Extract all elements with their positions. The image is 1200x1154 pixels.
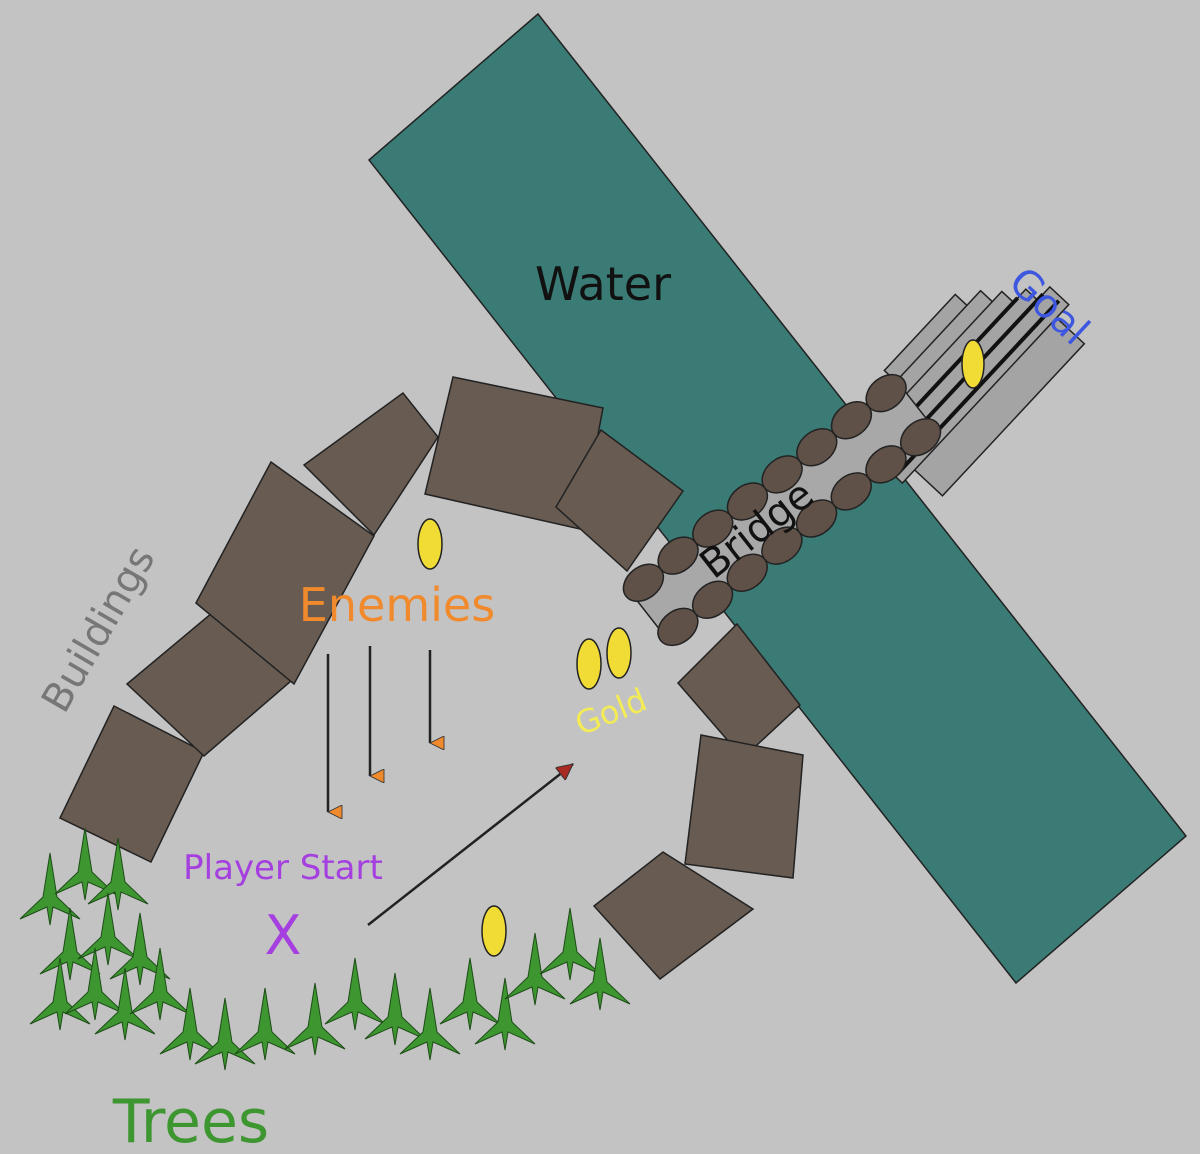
tree-icon <box>439 957 501 1031</box>
building-9 <box>592 851 755 981</box>
trees-group <box>19 827 631 1071</box>
tree-icon <box>539 907 601 981</box>
tree-icon <box>94 967 156 1041</box>
gold-coin-icon <box>576 638 602 690</box>
gold-coins <box>417 339 985 957</box>
trees-label: Trees <box>112 1087 269 1154</box>
bridge-stones <box>622 373 942 647</box>
gold-coin-icon <box>606 627 632 679</box>
tree-icon <box>54 827 116 901</box>
tree-icon <box>569 937 631 1011</box>
tree-icon <box>64 947 126 1021</box>
building-6 <box>555 428 685 573</box>
player-path-arrow <box>367 763 573 926</box>
tree-icon <box>399 987 461 1061</box>
building-1 <box>58 704 205 864</box>
tree-icon <box>504 932 566 1006</box>
tree-icon <box>109 912 171 986</box>
enemy-paths <box>326 646 430 812</box>
bridge-stone <box>899 417 942 457</box>
tree-icon <box>364 972 426 1046</box>
player-start-label: Player Start <box>183 848 383 888</box>
tree-icon <box>77 892 139 966</box>
tree-icon <box>19 852 81 926</box>
tree-icon <box>284 982 346 1056</box>
tree-icon <box>234 987 296 1061</box>
building-7 <box>676 622 802 760</box>
gold-coin-icon <box>417 518 443 570</box>
player-start-marker: X <box>265 904 302 967</box>
tree-icon <box>159 987 221 1061</box>
tree-icon <box>39 907 101 981</box>
gold-coin-icon <box>481 905 507 957</box>
tree-icon <box>324 957 386 1031</box>
bridge <box>622 373 942 647</box>
building-8 <box>684 734 804 879</box>
water-label: Water <box>535 257 671 311</box>
enemies-label: Enemies <box>299 578 495 632</box>
gold-coin-icon <box>961 339 985 389</box>
tree-icon <box>129 947 191 1021</box>
buildings-group <box>58 376 804 981</box>
tree-icon <box>87 837 149 911</box>
bridge-stone <box>865 373 907 413</box>
tree-icon <box>474 977 536 1051</box>
